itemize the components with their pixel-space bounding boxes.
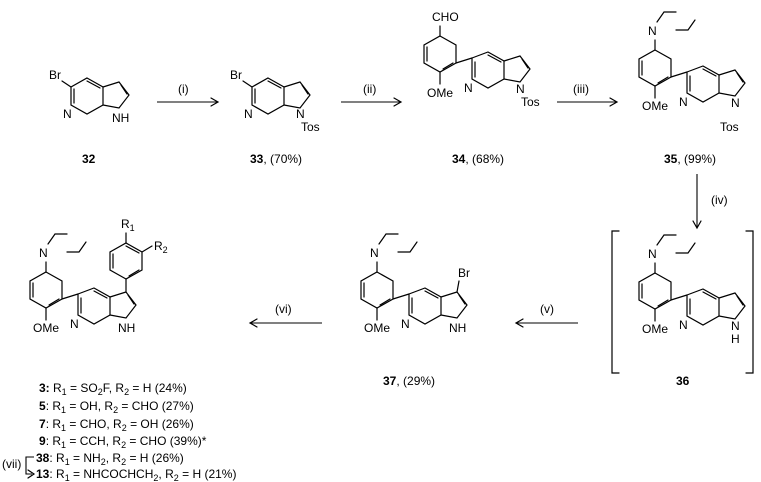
compound-35-label: 35, (99%) bbox=[664, 152, 716, 166]
tosyl-label-33: Tos bbox=[301, 120, 320, 134]
pyridine-n-label-37: N bbox=[401, 317, 410, 331]
pyrrole-n-label-33: N bbox=[296, 107, 305, 121]
compound-34-label: 34, (68%) bbox=[452, 152, 504, 166]
tosyl-label-34: Tos bbox=[521, 95, 540, 109]
arrowhead-iii bbox=[609, 97, 619, 107]
compound-36-bracket bbox=[611, 230, 754, 374]
pyrrole-n-label-34: N bbox=[516, 82, 525, 96]
product-entry-9: 9: R1 = CCH, R2 = CHO (39%)* bbox=[39, 434, 207, 450]
arrowhead-v bbox=[514, 318, 524, 328]
pyrrole-nh-label-32: NH bbox=[112, 111, 129, 125]
reagent-label-v: (v) bbox=[540, 302, 554, 316]
compound-34-structure: CHO OMe N N Tos bbox=[423, 10, 540, 109]
reagent-label-ii: (ii) bbox=[363, 82, 376, 96]
pyrrole-nh-label-product: NH bbox=[118, 321, 135, 335]
aldehyde-label-34: CHO bbox=[432, 10, 459, 24]
methoxy-label-36: OMe bbox=[642, 322, 668, 336]
pyridine-n-label-34: N bbox=[464, 81, 473, 95]
pyrrole-n-label-35: N bbox=[731, 96, 740, 110]
pyridine-n-label-product: N bbox=[70, 317, 79, 331]
compound-32-structure: Br N NH bbox=[49, 68, 130, 125]
compound-37-structure: N OMe Br N NH bbox=[360, 233, 470, 335]
product-entry-7: 7: R1 = CHO, R2 = OH (26%) bbox=[39, 417, 194, 433]
pyridine-n-label-33: N bbox=[244, 107, 253, 121]
product-entry-3: 3: R1 = SO2F, R2 = H (24%) bbox=[39, 381, 187, 397]
pyrrole-h-label-36: H bbox=[731, 332, 740, 346]
pyrrole-n-label-36: N bbox=[731, 319, 740, 333]
reagent-label-iii: (iii) bbox=[573, 82, 589, 96]
r2-label: R2 bbox=[154, 239, 168, 255]
methoxy-label-product: OMe bbox=[33, 321, 59, 335]
methoxy-label-35: OMe bbox=[642, 99, 668, 113]
reagent-label-i: (i) bbox=[178, 82, 189, 96]
pyridine-n-label-35: N bbox=[679, 95, 688, 109]
product-general-structure: N OMe N NH R1 R2 bbox=[29, 217, 168, 335]
methoxy-label-37: OMe bbox=[364, 321, 390, 335]
arrow-step-vii bbox=[25, 456, 36, 479]
r1-label: R1 bbox=[121, 217, 135, 233]
pyridine-n-label-32: N bbox=[63, 107, 72, 121]
compound-37-label: 37, (29%) bbox=[383, 374, 435, 388]
reagent-label-vii: (vii) bbox=[2, 457, 21, 471]
product-entry-13: 13: R1 = NHCOCHCH2, R2 = H (21%) bbox=[36, 467, 236, 482]
compound-35-structure: N OMe N N Tos bbox=[638, 11, 746, 134]
amine-n-label-35: N bbox=[648, 24, 657, 38]
reagent-label-iv: (iv) bbox=[711, 193, 728, 207]
amine-n-label-37: N bbox=[370, 246, 379, 260]
methoxy-label-34: OMe bbox=[427, 86, 453, 100]
bromo-label-37: Br bbox=[458, 266, 470, 280]
compound-32-label: 32 bbox=[82, 152, 96, 166]
pyridine-n-label-36: N bbox=[679, 318, 688, 332]
amine-n-label-product: N bbox=[39, 246, 48, 260]
compound-36-label: 36 bbox=[676, 374, 690, 388]
bromo-label-32: Br bbox=[49, 68, 61, 82]
reagent-label-vi: (vi) bbox=[275, 302, 292, 316]
arrowhead-iv bbox=[692, 220, 702, 230]
product-list: 3: R1 = SO2F, R2 = H (24%) 5: R1 = OH, R… bbox=[36, 381, 236, 482]
compound-33-structure: Br N N Tos bbox=[230, 68, 320, 134]
arrowhead-i bbox=[210, 97, 220, 107]
bromo-label-33: Br bbox=[230, 68, 242, 82]
amine-n-label-36: N bbox=[648, 247, 657, 261]
compound-33-label: 33, (70%) bbox=[250, 152, 302, 166]
arrowhead-vi bbox=[248, 318, 258, 328]
pyrrole-nh-label-37: NH bbox=[449, 321, 466, 335]
product-entry-5: 5: R1 = OH, R2 = CHO (27%) bbox=[39, 399, 194, 415]
arrowhead-ii bbox=[393, 97, 403, 107]
tosyl-label-35: Tos bbox=[720, 120, 739, 134]
compound-36-structure: N OMe N N H bbox=[638, 234, 746, 346]
product-entry-38: 38: R1 = NH2, R2 = H (26%) bbox=[36, 451, 184, 467]
